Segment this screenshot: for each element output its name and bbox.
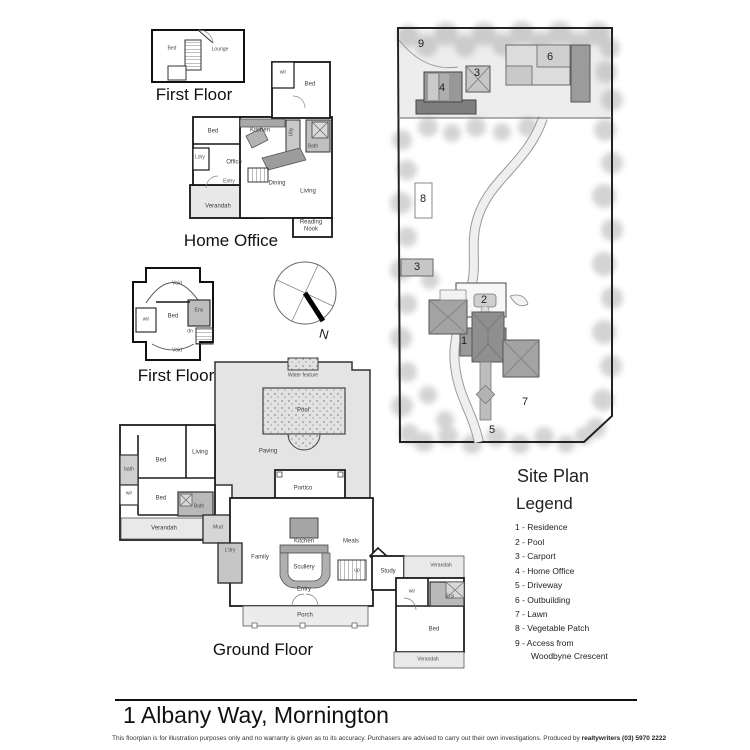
legend-item-vegetable-patch: 8 - Vegetable Patch [515,623,590,633]
room-label-entry: Entry [296,586,312,593]
disclaimer-body: This floorplan is for illustration purpo… [112,735,582,742]
room-label-void: Void [172,347,182,354]
footer-divider [115,699,637,701]
site-marker-residence: 1 [460,335,468,347]
room-label-wir: wir [142,316,150,323]
room-label-study: Study [380,568,396,575]
room-label-verandah: Verandah [417,656,439,663]
room-label-dn: dn [187,328,193,335]
room-label-wir: wir [408,588,416,595]
plan-title-home-office: Home Office [183,231,279,250]
room-label-kitchen: Kitchen [249,127,271,134]
property-address-title: 1 Albany Way, Mornington [123,702,389,728]
room-label-family: Family [251,554,269,561]
room-label-portico: Portico [293,485,313,492]
site-marker-pool: 2 [480,294,488,306]
legend-item-carport: 3 - Carport [515,551,556,561]
room-label-bed: Bed [207,128,219,135]
room-label-dining: Dining [268,180,286,187]
room-label-porch: Porch [297,612,313,619]
room-label-office: Office [226,159,242,166]
room-label-mud: Mud [213,524,223,531]
room-label-paving: Paving [258,448,278,455]
site-marker-carport-lower: 3 [413,261,421,273]
room-label-living: Living [300,188,316,195]
room-label-wir: wir [279,69,287,76]
plan-title-first-floor-b: First Floor [137,366,215,385]
legend-item-access-line2: Woodbyne Crescent [531,651,608,661]
room-label-utility: Utly [288,127,295,137]
room-label-bath: Bath [193,503,205,510]
room-label-bed: Bed [155,457,167,464]
room-label-lounge: Lounge [211,46,229,53]
vegetable-patch-8 [414,182,433,219]
room-label-bed: Bed [155,495,167,502]
room-label-laundry: Ldry [195,154,205,161]
site-marker-driveway: 5 [488,424,496,436]
producer-credit: realtywriters (03) 5970 2222 [581,735,667,742]
home-office-outline [189,61,333,238]
room-label-bath: Bath [307,143,319,150]
legend-item-access: 9 - Access from [515,638,574,648]
room-label-wir: wir [125,490,133,497]
site-marker-access: 9 [417,38,425,50]
room-label-up: up [354,567,360,574]
room-label-pool: Pool [296,407,310,414]
carport-lower-3 [400,258,434,277]
outbuilding-6 [505,44,591,103]
room-label-living: Living [192,449,208,456]
legend-item-outbuilding: 6 - Outbuilding [515,595,571,605]
room-label-bed: Bed [167,45,177,52]
room-label-void: Void [172,280,182,287]
room-label-kitchen: Kitchen [293,538,315,545]
first-floor-a-outline [151,29,245,83]
site-marker-lawn: 7 [521,396,529,408]
room-label-laundry: L'dry [224,547,236,554]
legend-item-pool: 2 - Pool [515,537,545,547]
room-label-bed: Bed [304,81,316,88]
plan-title-ground-floor: Ground Floor [212,640,314,659]
room-label-bed: Bed [428,626,440,633]
home-office-building-4 [415,71,477,115]
room-label-water-feature: Water feature [287,372,319,379]
ground-floor-outline [119,357,465,669]
site-marker-carport-upper: 3 [473,67,481,79]
residence-1 [428,289,540,421]
legend-heading: Legend [516,494,573,513]
site-marker-vegetable-patch: 8 [419,193,427,205]
room-label-verandah: Verandah [205,203,231,210]
room-label-entry: Entry [223,178,235,185]
plan-title-first-floor-a: First Floor [155,85,233,104]
legend-item-home-office: 4 - Home Office [515,566,575,576]
site-marker-outbuilding: 6 [546,51,554,63]
room-label-bed: Bed [167,313,179,320]
room-label-ens: Ens [194,307,204,314]
compass [273,261,337,325]
disclaimer-text: This floorplan is for illustration purpo… [112,735,666,742]
carport-upper-3 [465,65,491,93]
room-label-meals: Meals [342,538,360,545]
room-label-bath-small: bath [124,466,134,473]
site-marker-home-office: 4 [438,82,446,94]
room-label-reading-nook: Reading Nook [299,219,323,232]
room-label-ens: Ens [445,593,455,600]
first-floor-b-outline [132,267,214,361]
legend-item-driveway: 5 - Driveway [515,580,563,590]
legend-item-lawn: 7 - Lawn [515,609,548,619]
room-label-verandah: Verandah [151,525,177,532]
room-label-verandah: Verandah [430,562,452,569]
site-plan-heading: Site Plan [517,466,590,486]
legend-item-residence: 1 - Residence [515,522,568,532]
room-label-scullery: Scullery [293,564,315,571]
site-plan-drawing [390,21,623,454]
